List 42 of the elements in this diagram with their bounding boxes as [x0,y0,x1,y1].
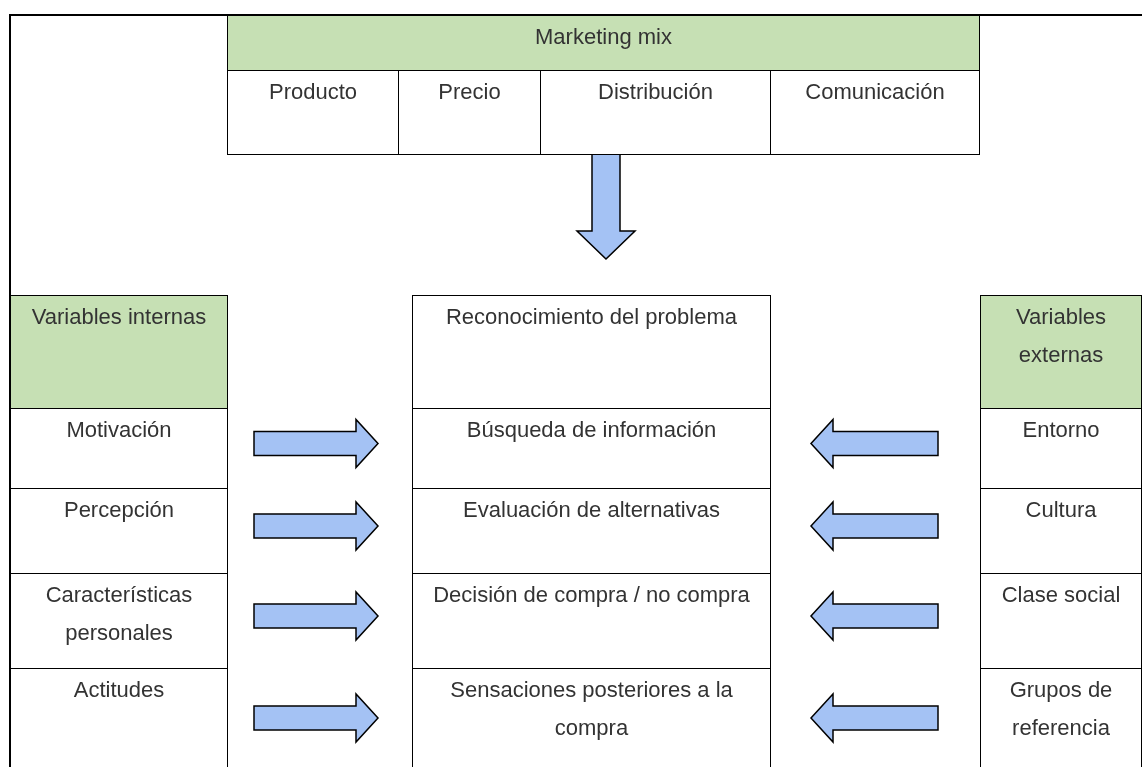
cell-text: Actitudes [73,677,165,702]
block-arrow [253,692,379,744]
cell-text: Grupos de referencia [1009,677,1113,740]
table-cell [412,573,771,669]
cell-text: Reconocimiento del problema [445,304,738,329]
cell-text: Sensaciones posteriores a la compra [450,677,733,740]
table-cell [980,408,1142,489]
cell-text: Búsqueda de información [466,417,717,442]
table-cell [770,70,980,155]
cell-text: Distribución [598,79,713,104]
cell-text: Evaluación de alternativas [463,497,720,522]
cell-text: Cultura [1025,497,1097,522]
table-cell [980,573,1142,669]
block-arrow [810,590,939,642]
table-cell [412,488,771,574]
block-arrow [810,417,939,470]
cell-text: Entorno [1022,417,1100,442]
table-cell [412,295,771,409]
block-arrow [810,692,939,744]
header-cell [227,15,980,71]
table-cell [412,408,771,489]
table-cell [227,70,399,155]
header-cell [980,295,1142,409]
block-arrow [810,500,939,552]
cell-text: Producto [268,79,358,104]
cell-text: Decisión de compra / no compra [433,582,750,607]
block-arrow [253,500,379,552]
cell-text: Marketing mix [535,24,672,49]
header-cell [10,295,228,409]
cell-text: Comunicación [805,79,945,104]
table-cell [412,668,771,767]
cell-text: Percepción [63,497,175,522]
cell-text: Características personales [45,582,193,645]
cell-text: Variables internas [31,304,207,329]
cell-text: Variables externas [1015,304,1107,367]
table-cell [980,668,1142,767]
cell-text: Precio [438,79,501,104]
block-arrow [253,417,379,470]
cell-text: Motivación [66,417,172,442]
table-cell [980,488,1142,574]
block-arrow [253,590,379,642]
cell-text: Clase social [1001,582,1121,607]
